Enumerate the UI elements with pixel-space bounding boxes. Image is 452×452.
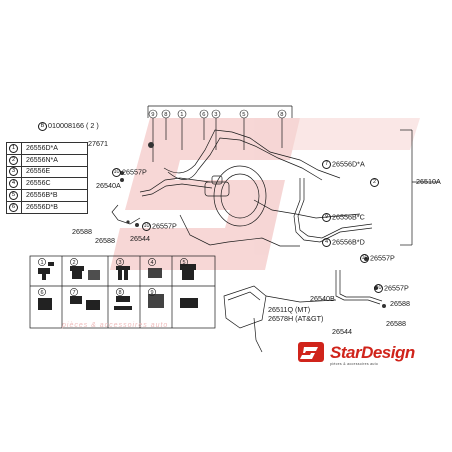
legend-num: 3	[9, 167, 18, 177]
watermark-logo	[110, 118, 420, 270]
brand-name: StarDesign	[330, 343, 415, 362]
top-number-1: 1	[180, 112, 183, 118]
legend-row: 1 26556D*A	[7, 143, 87, 155]
legend-code: 26556C	[26, 180, 51, 188]
legend-row: 4 26556C	[7, 178, 87, 191]
top-number-9: 9	[151, 112, 154, 118]
svg-text:4: 4	[151, 260, 154, 266]
top-code-marker: B	[38, 121, 47, 131]
legend-num: 2	[9, 155, 18, 165]
parts-legend-table: 1 26556D*A 2 26556N*A 3 26556E 4 26556C …	[6, 142, 88, 214]
top-number-8: 8	[164, 112, 167, 118]
top-number-3: 3	[214, 112, 217, 118]
legend-num: 5	[9, 191, 18, 201]
legend-row: 6 26556D*B	[7, 201, 87, 213]
legend-code: 26556B*B	[26, 192, 58, 200]
svg-text:1: 1	[41, 260, 44, 266]
clip-grid-frame	[29, 255, 216, 329]
callout-26544-a: 26544	[130, 234, 150, 243]
legend-code: 26556D*B	[26, 203, 58, 211]
legend-num: 6	[9, 202, 18, 212]
callout-26540B: 26540B	[310, 294, 335, 303]
svg-text:2: 2	[73, 260, 76, 266]
legend-num: 1	[9, 143, 18, 153]
legend-row: 5 26556B*B	[7, 190, 87, 202]
watermark-tagline: pièces & accessoires auto	[62, 322, 169, 329]
callout-27671: 27671	[88, 139, 108, 148]
legend-num: 4	[9, 179, 18, 189]
svg-text:5: 5	[183, 260, 186, 266]
top-number-5: 5	[242, 112, 245, 118]
top-number-8b: 8	[280, 112, 283, 118]
callout-26588-b: 26588	[95, 236, 115, 245]
legend-code: 26556N*A	[26, 156, 58, 164]
legend-row: 2 26556N*A	[7, 154, 87, 167]
top-number-6: 6	[202, 112, 205, 118]
callout-26510A: 26510A	[416, 177, 441, 186]
callout-26544-b: 26544	[332, 327, 352, 336]
hydraulic-unit	[223, 285, 267, 329]
svg-text:7: 7	[73, 290, 76, 296]
master-cylinder	[204, 181, 230, 197]
top-code-text: 010008166 ( 2 )	[48, 121, 99, 130]
callout-26511Q: 26511Q (MT)	[268, 305, 311, 314]
svg-text:3: 3	[119, 260, 122, 266]
svg-text:9: 9	[151, 290, 154, 296]
svg-text:6: 6	[41, 290, 44, 296]
callout-26588-a: 26588	[72, 227, 92, 236]
brand-tagline: pièces & accessoires auto	[330, 362, 379, 366]
legend-code: 26556E	[26, 168, 51, 176]
callout-r2: 2	[370, 178, 380, 187]
callout-26540A: 26540A	[96, 181, 121, 190]
callout-26588-d: 26588	[386, 319, 406, 328]
legend-row: 3 26556E	[7, 166, 87, 179]
legend-code: 26556D*A	[26, 144, 58, 152]
callout-26578H: 26578H (AT&GT)	[268, 314, 324, 323]
clip-icons	[38, 262, 198, 310]
svg-text:8: 8	[119, 290, 122, 296]
brand-logo-mark	[298, 342, 324, 362]
callout-26588-c: 26588	[390, 299, 410, 308]
